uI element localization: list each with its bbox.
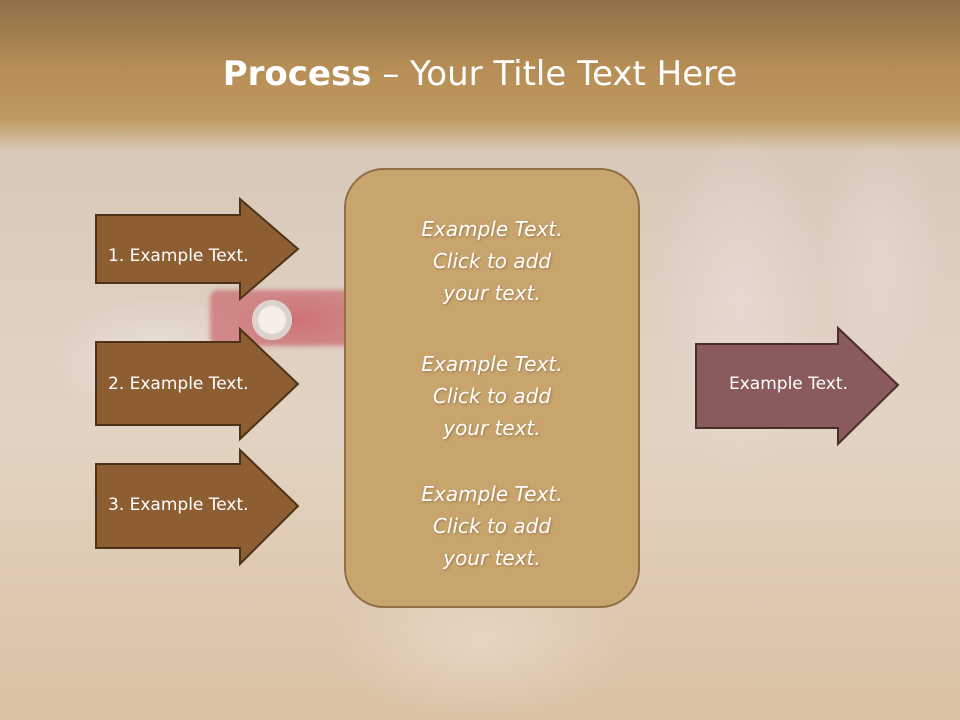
block-line: Click to add bbox=[432, 249, 552, 273]
title-rest: – Your Title Text Here bbox=[371, 54, 738, 94]
block-line: Click to add bbox=[432, 514, 552, 538]
center-text-block-1[interactable]: Example Text. Click to add your text. bbox=[344, 213, 640, 309]
block-line: Example Text. bbox=[421, 217, 563, 241]
step-label-2: 2. Example Text. bbox=[108, 374, 249, 394]
center-text-block-3[interactable]: Example Text. Click to add your text. bbox=[344, 478, 640, 574]
block-line: Example Text. bbox=[421, 352, 563, 376]
center-content-box[interactable] bbox=[344, 168, 640, 608]
header-band bbox=[0, 0, 960, 150]
background-button bbox=[252, 300, 292, 340]
center-text-block-2[interactable]: Example Text. Click to add your text. bbox=[344, 348, 640, 444]
result-label: Example Text. bbox=[729, 374, 848, 394]
block-line: Click to add bbox=[432, 384, 552, 408]
result-arrow[interactable] bbox=[695, 325, 900, 447]
slide-title[interactable]: Process – Your Title Text Here bbox=[0, 52, 960, 96]
block-line: your text. bbox=[443, 281, 541, 305]
step-arrow-2[interactable] bbox=[95, 326, 300, 442]
step-arrow-3[interactable] bbox=[95, 447, 300, 567]
step-label-3: 3. Example Text. bbox=[108, 495, 249, 515]
block-line: your text. bbox=[443, 546, 541, 570]
block-line: your text. bbox=[443, 416, 541, 440]
block-line: Example Text. bbox=[421, 482, 563, 506]
step-arrow-1[interactable] bbox=[95, 196, 300, 302]
step-label-1: 1. Example Text. bbox=[108, 246, 249, 266]
title-bold: Process bbox=[222, 54, 372, 94]
